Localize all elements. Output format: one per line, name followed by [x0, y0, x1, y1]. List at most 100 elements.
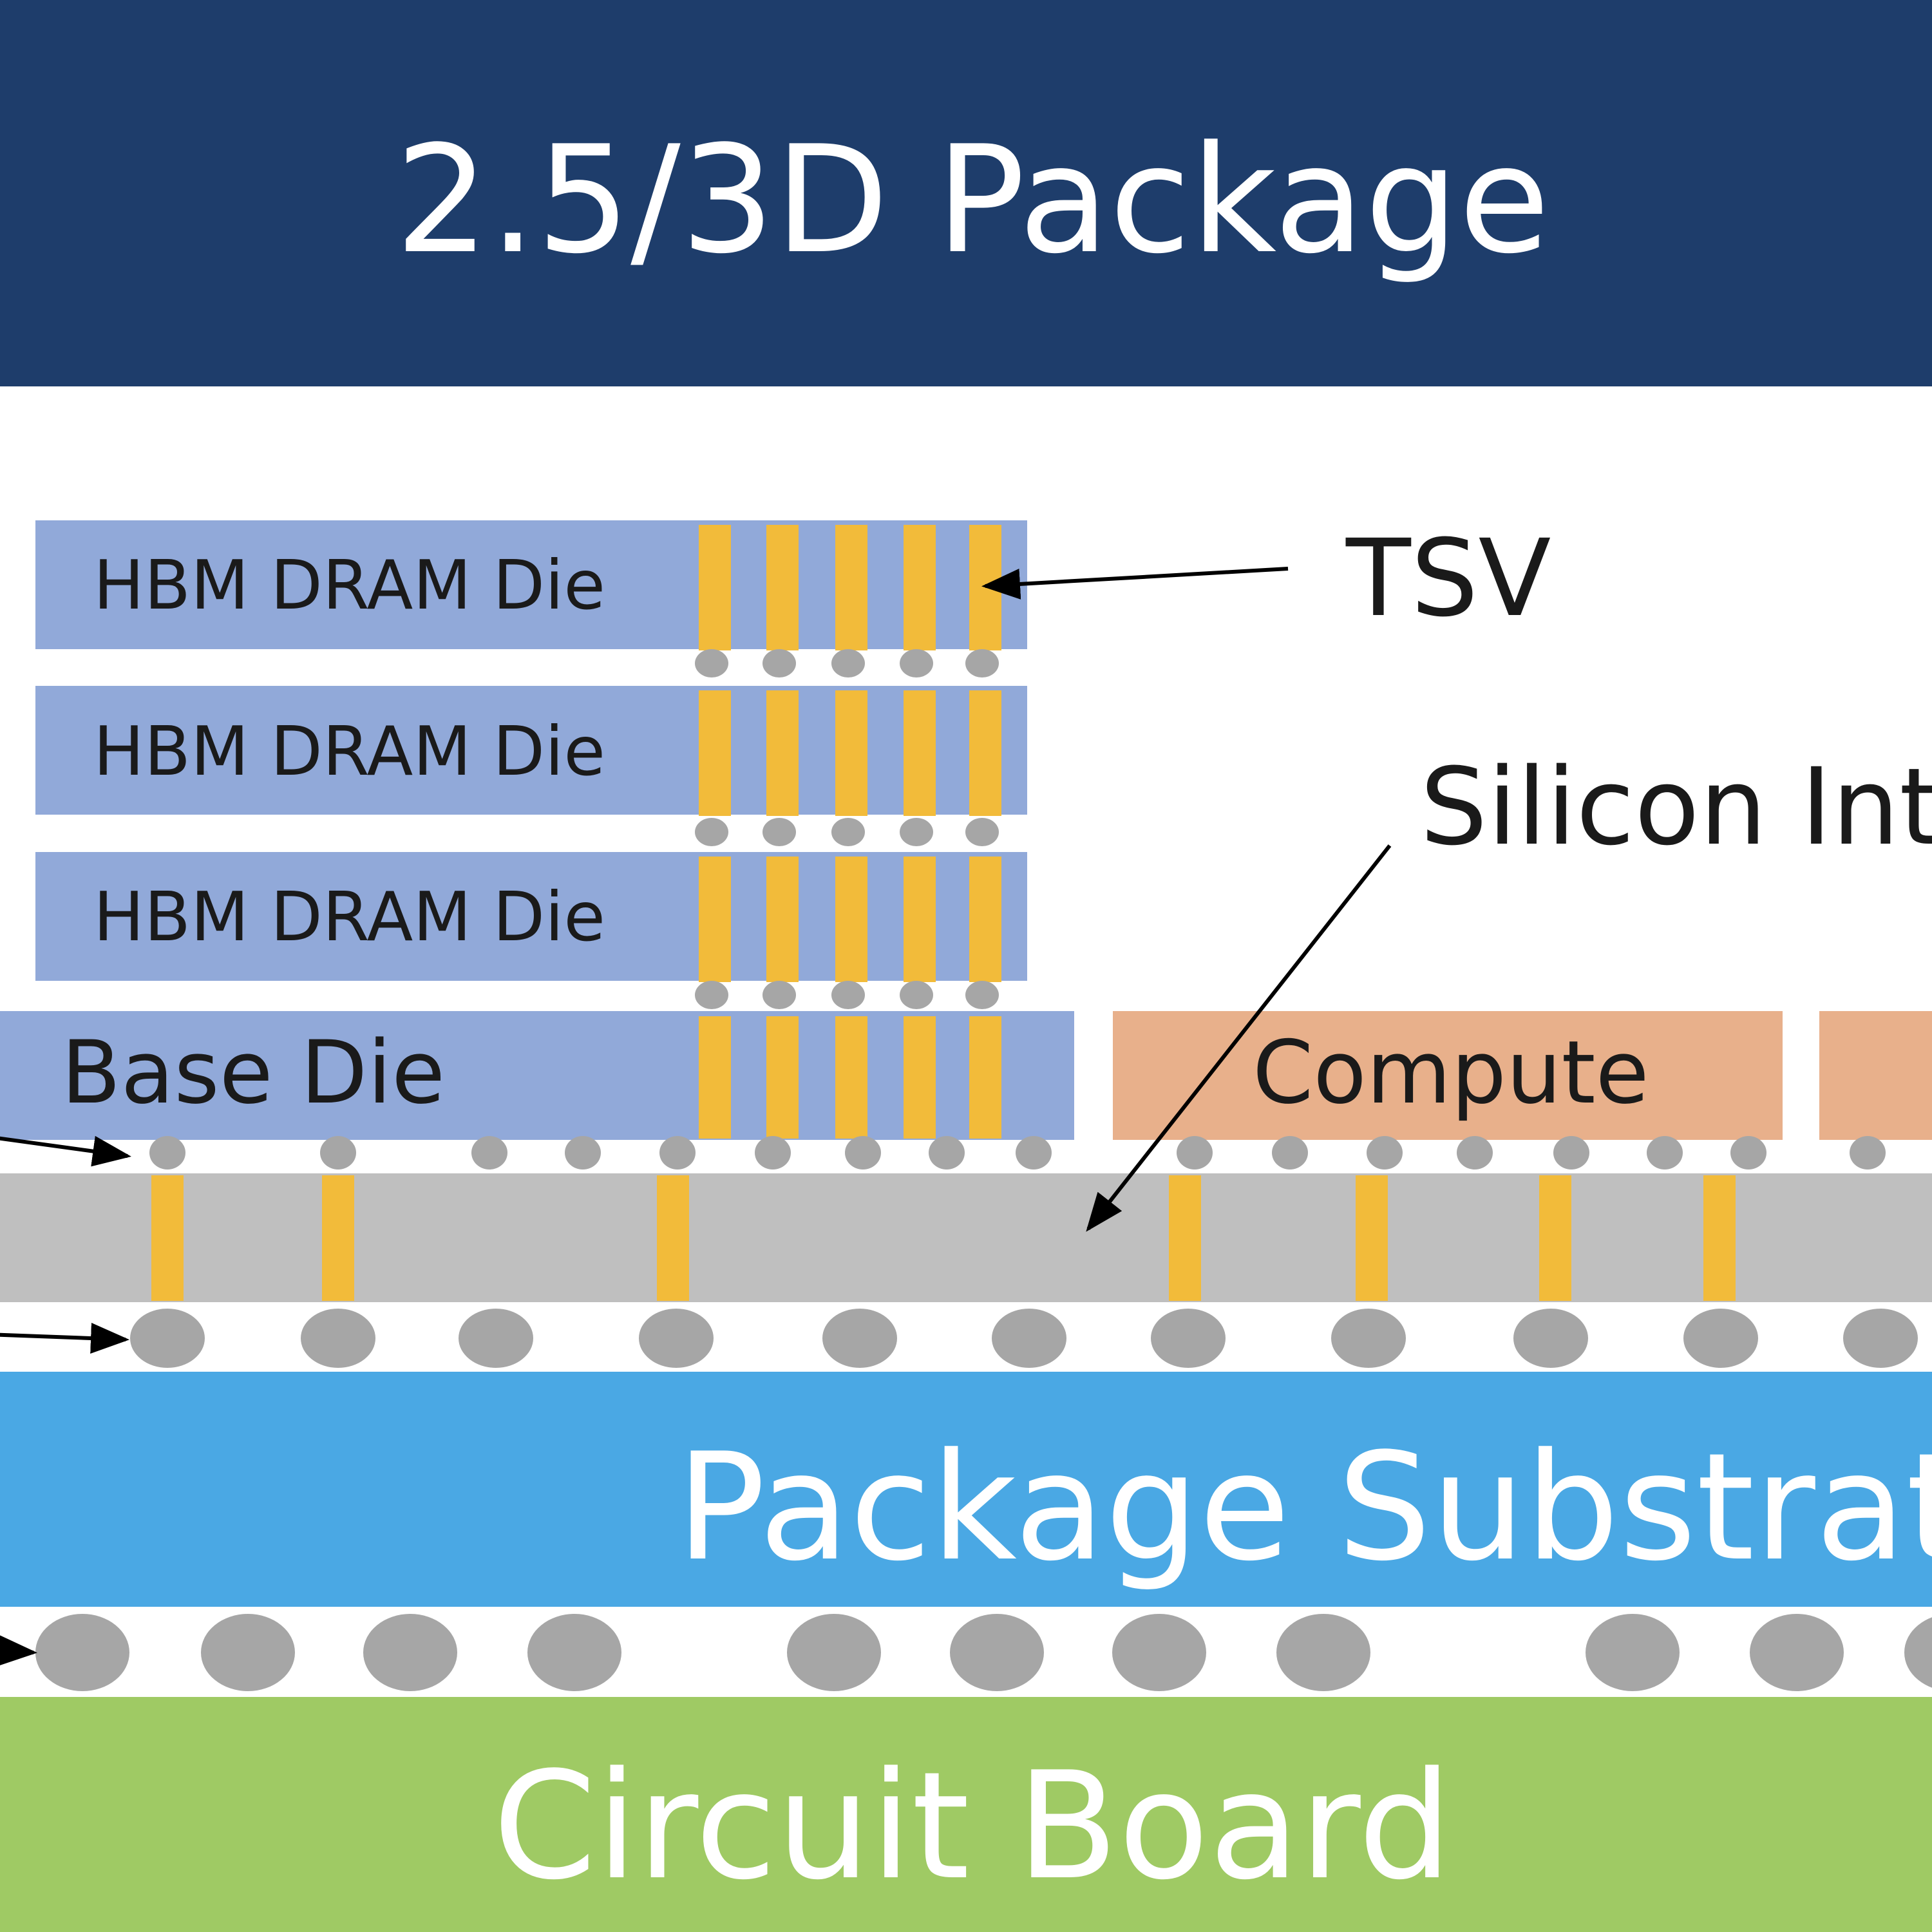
c4-bump [639, 1309, 714, 1368]
c4-bump-row [130, 1309, 1918, 1368]
micro-bump [831, 818, 865, 846]
bga-ball [1904, 1617, 1932, 1688]
micro-bump [695, 818, 728, 846]
tsv [969, 857, 1001, 982]
tsv-arrow [981, 567, 1289, 600]
tsv [1169, 1175, 1201, 1301]
tsv [904, 857, 936, 982]
circuit-board [0, 1697, 1932, 1932]
micro-bump [1647, 1136, 1683, 1170]
micro-bump [320, 1136, 356, 1170]
bga-ball [363, 1614, 457, 1691]
compute-die-label: Compute [1253, 1022, 1649, 1123]
interposer-arrow [1086, 844, 1392, 1232]
tsv [969, 1016, 1001, 1139]
tsv [766, 857, 799, 982]
micro-bump [762, 649, 796, 677]
silicon-interposer-label: Silicon Int [1420, 745, 1932, 869]
micro-bump [695, 981, 728, 1009]
micro-bump [845, 1136, 881, 1170]
compute-die [1113, 1011, 1783, 1140]
micro-bump [1177, 1136, 1213, 1170]
micro-bump [695, 649, 728, 677]
interposer-microbump-row [149, 1136, 1886, 1170]
tsv [151, 1175, 184, 1301]
micro-bump [762, 818, 796, 846]
tsv [1356, 1175, 1388, 1301]
tsv [969, 525, 1001, 650]
tsv [766, 1016, 799, 1139]
c4-bump [1331, 1309, 1406, 1368]
micro-bump [965, 981, 999, 1009]
tsv [1703, 1175, 1736, 1301]
c4-bump-arrow [0, 1323, 129, 1354]
micro-bump [659, 1136, 696, 1170]
tsv [835, 1016, 867, 1139]
micro-bump [831, 649, 865, 677]
bga-ball [201, 1614, 295, 1691]
interposer-tsv-group [151, 1175, 1736, 1301]
micro-bump [1016, 1136, 1052, 1170]
bga-ball [1750, 1614, 1844, 1691]
tsv [904, 690, 936, 816]
c4-bump [459, 1309, 533, 1368]
c4-bump [301, 1309, 375, 1368]
micro-bump [755, 1136, 791, 1170]
microbump-arrow [0, 1135, 131, 1167]
tsv [766, 525, 799, 650]
c4-bump [1513, 1309, 1588, 1368]
micro-bump [1457, 1136, 1493, 1170]
micro-bump [965, 818, 999, 846]
base-die [0, 1011, 1074, 1140]
micro-bump [831, 981, 865, 1009]
header-banner [0, 0, 1932, 386]
bga-ball [950, 1614, 1044, 1691]
diagram-title: 2.5/3D Package [395, 115, 1549, 287]
c4-bump [1683, 1309, 1758, 1368]
micro-bump [149, 1136, 185, 1170]
micro-bump [1850, 1136, 1886, 1170]
tsv [1539, 1175, 1571, 1301]
bga-ball-row [35, 1614, 1932, 1691]
base-die-label: Base Die [61, 1022, 445, 1123]
micro-bump [565, 1136, 601, 1170]
hbm-microbump-group [695, 649, 999, 1009]
bga-arrow [0, 1635, 37, 1666]
micro-bump [900, 981, 933, 1009]
micro-bump [1730, 1136, 1766, 1170]
c4-bump [822, 1309, 897, 1368]
tsv [904, 525, 936, 650]
micro-bump [1553, 1136, 1589, 1170]
hbm-die-3-label: HBM DRAM Die [93, 878, 605, 956]
bga-ball [1112, 1614, 1206, 1691]
tsv [699, 857, 731, 982]
circuit-board-label: Circuit Board [493, 1741, 1452, 1913]
bga-ball [787, 1614, 881, 1691]
hbm-tsv-group [699, 525, 1001, 1139]
hbm-stack: HBM DRAM Die HBM DRAM Die HBM DRAM Die [35, 520, 1027, 981]
bga-ball [1586, 1614, 1680, 1691]
bga-ball [35, 1614, 129, 1691]
micro-bump [762, 981, 796, 1009]
tsv [657, 1175, 689, 1301]
micro-bump [900, 818, 933, 846]
tsv [835, 525, 867, 650]
bga-ball [527, 1614, 621, 1691]
hbm-die-2-label: HBM DRAM Die [93, 712, 605, 791]
tsv [699, 1016, 731, 1139]
hbm-die-1-label: HBM DRAM Die [93, 546, 605, 625]
package-substrate-label: Package Substrate [676, 1422, 1932, 1594]
bga-ball [1276, 1614, 1370, 1691]
tsv-label: TSV [1345, 516, 1551, 640]
tsv [322, 1175, 354, 1301]
tsv [835, 690, 867, 816]
micro-bump [965, 649, 999, 677]
tsv [699, 525, 731, 650]
tsv [835, 857, 867, 982]
tsv [766, 690, 799, 816]
package-substrate [0, 1372, 1932, 1607]
tsv [699, 690, 731, 816]
micro-bump [929, 1136, 965, 1170]
